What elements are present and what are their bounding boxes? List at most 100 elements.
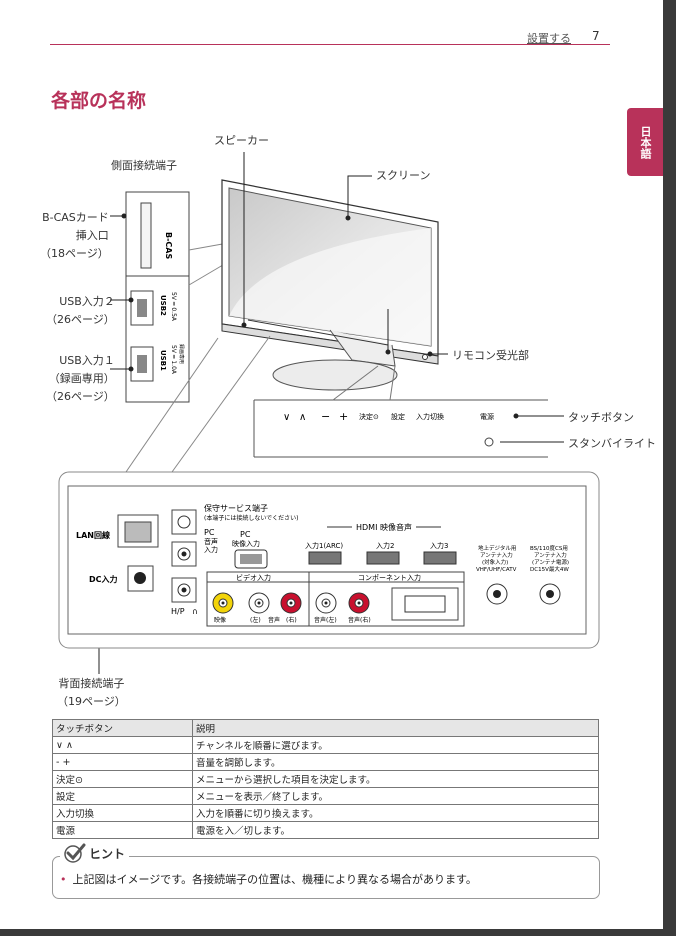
rear-terminal-label-2: （19ページ） [57, 695, 126, 708]
table-cell-button: 設定 [52, 787, 193, 805]
bcas-label-3: （18ページ） [40, 247, 109, 260]
touch-button-strip: ∨ ∧ − + 決定⊙ 設定 入力切換 電源 [253, 365, 548, 458]
video-group-label: ビデオ入力 [236, 573, 271, 582]
hdmi2-label: 入力2 [376, 541, 394, 550]
table-header-description: 説明 [192, 719, 599, 737]
header-section[interactable]: 設置する [527, 32, 571, 45]
remote-sensor [422, 354, 428, 360]
usb1-label-1: USB入力１ [59, 354, 115, 367]
usb1-label-3: （26ページ） [46, 390, 115, 403]
touch-btn-plus[interactable]: + [339, 410, 348, 423]
pc-video-label-2: 映像入力 [232, 539, 260, 548]
table-cell-button: 入力切換 [52, 804, 193, 822]
table-cell-button: 決定⊙ [52, 770, 193, 788]
page-border-right [663, 0, 676, 936]
monitor-illustration [221, 179, 439, 391]
remote-sensor-label: リモコン受光部 [452, 349, 529, 362]
hdmi1-label: 入力1(ARC) [305, 541, 343, 550]
table-cell-description: メニューを表示／終了します。 [192, 787, 599, 805]
usb1-spec: 5V ━ 1.0A [170, 345, 177, 375]
rear-terminal-panel: LAN回線 DC入力 H/P ∩ 保守サービス端子 (本端子には接続しないでくだ… [58, 335, 600, 649]
touch-btn-power[interactable]: 電源 [480, 412, 494, 421]
usb2-label: USB入力２ （26ページ） [46, 293, 115, 329]
rear-terminal-label: 背面接続端子 （19ページ） [57, 675, 126, 711]
hdmi1-port[interactable] [308, 551, 342, 565]
audio-port-label: 音声 [268, 616, 280, 624]
usb1-port-label: USB1 [159, 350, 167, 371]
touch-btn-down[interactable]: ∨ [283, 412, 290, 423]
usb2-label-1: USB入力２ [59, 295, 115, 308]
antenna2-label-4: DC15V最大4W [530, 565, 569, 573]
side-terminal-label: 側面接続端子 [111, 159, 177, 172]
service-port[interactable] [177, 515, 191, 529]
table-cell-description: メニューから選択した項目を決定します。 [192, 770, 599, 788]
pc-audio-port[interactable] [181, 551, 187, 557]
table-cell-description: 音量を調節します。 [192, 753, 599, 771]
table-row: 入力切換入力を順番に切り換えます。 [52, 804, 599, 822]
table-header-button: タッチボタン [52, 719, 193, 737]
table-cell-description: チャンネルを順番に選びます。 [192, 736, 599, 754]
table-cell-button: ∨ ∧ [52, 736, 193, 754]
table-row: 決定⊙メニューから選択した項目を決定します。 [52, 770, 599, 788]
standby-light-label: スタンバイライト [568, 437, 656, 450]
table-cell-button: - + [52, 753, 193, 771]
antenna2-label-2: アンテナ入力 [534, 551, 567, 559]
touch-btn-minus[interactable]: − [321, 410, 330, 423]
language-tab[interactable]: 日本語 [627, 108, 663, 176]
side-terminal-panel: B-CAS USB2 5V ━ 0.5A USB1 5V ━ 1.0A 録画専用 [125, 191, 229, 403]
hdmi3-port[interactable] [423, 551, 457, 565]
screen-label: スクリーン [376, 169, 431, 182]
table-header-row: タッチボタン 説明 [52, 719, 599, 737]
table-row: ∨ ∧チャンネルを順番に選びます。 [52, 736, 599, 754]
headphone-port[interactable] [181, 587, 187, 593]
lan-label: LAN回線 [76, 530, 110, 540]
header-rule [50, 44, 610, 45]
touch-button-label: タッチボタン [568, 411, 634, 424]
touch-btn-settings[interactable]: 設定 [391, 412, 405, 421]
hdmi-group-label: HDMI 映像音声 [356, 522, 412, 532]
pc-audio-label-2: 音声 [204, 537, 218, 546]
service-note: (本端子には接続しないでください) [204, 514, 299, 522]
bcas-label: B-CASカード 挿入口 （18ページ） [40, 209, 109, 263]
page-number: 7 [592, 29, 600, 43]
touch-btn-up[interactable]: ∧ [299, 412, 306, 423]
table-row: 電源電源を入／切します。 [52, 821, 599, 839]
table-row: - +音量を調節します。 [52, 753, 599, 771]
bcas-label-2: 挿入口 [75, 229, 109, 242]
usb2-label-2: （26ページ） [46, 313, 115, 326]
pc-audio-label-1: PC [204, 528, 215, 537]
bcas-slot-label: B-CAS [164, 232, 173, 259]
pc-video-label-1: PC [240, 530, 251, 539]
page-title: 各部の名称 [51, 90, 147, 112]
svg-text:∩: ∩ [192, 607, 198, 616]
hp-label: H/P [171, 607, 185, 616]
dc-label: DC入力 [89, 574, 118, 584]
rear-terminal-label-1: 背面接続端子 [58, 677, 125, 690]
hint-body: • 上記図はイメージです。各接続端子の位置は、機種により異なる場合があります。 [60, 871, 477, 887]
antenna1-label-1: 地上デジタル用 [478, 544, 516, 552]
checkmark-icon [64, 843, 86, 863]
antenna2-label-3: (アンテナ電源) [532, 558, 569, 566]
audio-l-port-label: (左) [250, 616, 261, 624]
usb1-note: 録画専用 [178, 344, 185, 364]
video-port-label: 映像 [214, 616, 226, 624]
hint-text: 上記図はイメージです。各接続端子の位置は、機種により異なる場合があります。 [72, 873, 477, 886]
touch-btn-ok[interactable]: 決定⊙ [359, 412, 379, 421]
table-row: 設定メニューを表示／終了します。 [52, 787, 599, 805]
usb1-label: USB入力１ （録画専用） （26ページ） [46, 352, 115, 406]
bullet-icon: • [60, 873, 67, 886]
pc-audio-label-3: 入力 [204, 545, 218, 554]
antenna1-label-4: VHF/UHF/CATV [476, 567, 517, 573]
antenna1-label-2: アンテナ入力 [480, 551, 513, 559]
touch-btn-input[interactable]: 入力切換 [416, 412, 444, 421]
page-border-bottom [0, 929, 676, 936]
antenna1-label-3: (対象入力) [482, 558, 508, 566]
standby-light [484, 437, 494, 447]
antenna2-label-1: BS/110度CS用 [530, 544, 568, 552]
dc-port[interactable] [134, 572, 146, 584]
service-label: 保守サービス端子 [204, 503, 268, 513]
component-group-label: コンポーネント入力 [358, 573, 421, 582]
hdmi2-port[interactable] [366, 551, 400, 565]
